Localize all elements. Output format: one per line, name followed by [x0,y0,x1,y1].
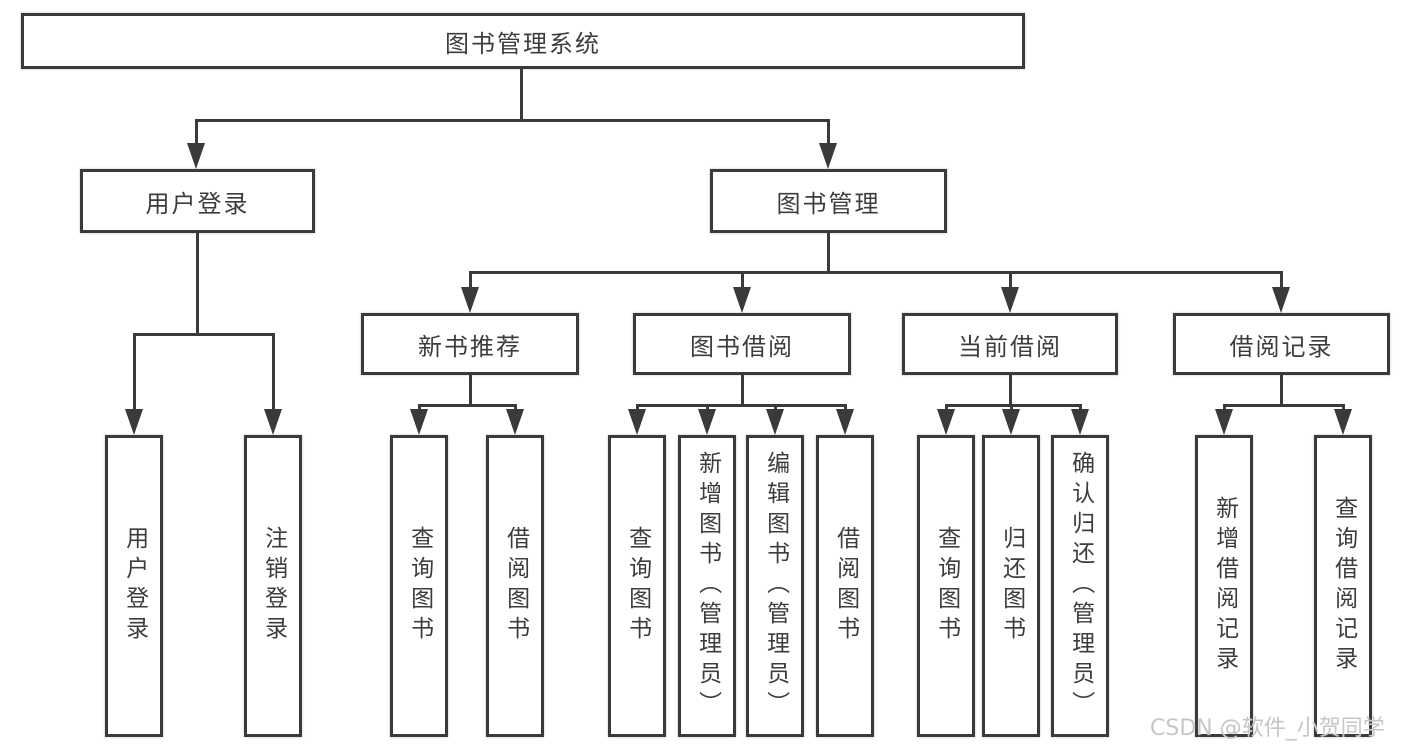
connector-root-split [195,119,830,122]
arrow-down-leaf-return-books [1002,409,1020,435]
arrow-down-leaf-borrow-books-1 [506,409,524,435]
arrow-down-leaf-query-record [1334,409,1352,435]
arrow-down-leaf-query-books-1 [410,409,428,435]
connector-current-borrowing-stub [1009,375,1012,407]
leaf-query-books-3-label: 查询图书 [933,526,960,646]
leaf-add-books-admin-label: 新增图书（管理员） [694,451,721,721]
node-user-login: 用户登录 [80,169,315,233]
connector-borrowing-records-split [1223,404,1344,407]
leaf-query-books-1: 查询图书 [390,435,448,737]
arrow-down-current-borrowing [1001,287,1019,313]
node-book-management: 图书管理 [710,169,947,233]
connector-book-management-split [469,271,1283,274]
leaf-return-books: 归还图书 [982,435,1040,737]
leaf-logout: 注销登录 [244,435,302,737]
arrow-down-leaf-add-record [1215,409,1233,435]
node-current-borrowing: 当前借阅 [902,313,1118,375]
arrow-down-leaf-add-books [698,409,716,435]
arrow-down-book-borrowing [733,287,751,313]
leaf-borrow-books-1: 借阅图书 [486,435,544,737]
leaf-query-books-3: 查询图书 [917,435,975,737]
leaf-edit-books-admin-label: 编辑图书（管理员） [762,451,789,721]
arrow-down-leaf-query-books-3 [937,409,955,435]
connector-drop-current-borrowing [1009,271,1012,293]
connector-current-borrowing-split [945,404,1082,407]
leaf-borrow-books-2: 借阅图书 [816,435,874,737]
node-current-borrowing-label: 当前借阅 [958,332,1062,361]
leaf-add-borrow-record-label: 新增借阅记录 [1211,496,1238,676]
connector-user-login-split [133,333,275,336]
connector-drop-new-book-recommend [469,271,472,293]
leaf-query-borrow-record: 查询借阅记录 [1314,435,1372,737]
connector-drop-leaf-logout [272,333,275,415]
connector-drop-user-login [195,119,198,149]
node-book-borrowing: 图书借阅 [633,313,851,375]
arrow-down-user-login [187,143,205,169]
connector-borrowing-records-stub [1280,375,1283,407]
arrow-down-leaf-user-login [125,409,143,435]
leaf-user-login-label: 用户登录 [121,526,148,646]
node-user-login-label: 用户登录 [145,189,250,218]
arrow-down-leaf-confirm-return [1071,409,1089,435]
connector-drop-book-management [827,119,830,149]
node-borrowing-records-label: 借阅记录 [1229,332,1334,361]
node-library-system-label: 图书管理系统 [445,29,601,58]
leaf-query-borrow-record-label: 查询借阅记录 [1330,496,1357,676]
leaf-logout-label: 注销登录 [260,526,287,646]
connector-drop-borrowing-records [1280,271,1283,293]
leaf-confirm-return-admin-label: 确认归还（管理员） [1067,451,1094,721]
node-book-borrowing-label: 图书借阅 [690,332,794,361]
connector-book-management-stub [827,233,830,274]
arrow-down-book-management [819,143,837,169]
node-book-management-label: 图书管理 [776,189,881,218]
leaf-query-books-1-label: 查询图书 [406,526,433,646]
node-library-system: 图书管理系统 [21,13,1025,69]
node-new-book-recommend: 新书推荐 [361,313,579,375]
arrow-down-borrowing-records [1272,287,1290,313]
arrow-down-leaf-logout [264,409,282,435]
leaf-add-borrow-record: 新增借阅记录 [1195,435,1253,737]
leaf-borrow-books-2-label: 借阅图书 [832,526,859,646]
csdn-watermark: CSDN @软件_小贺同学 [1150,716,1385,741]
leaf-return-books-label: 归还图书 [998,526,1025,646]
arrow-down-leaf-borrow-books-2 [836,409,854,435]
leaf-add-books-admin: 新增图书（管理员） [678,435,736,737]
connector-new-book-recommend-split [418,404,517,407]
leaf-user-login: 用户登录 [105,435,163,737]
connector-book-borrowing-stub [741,375,744,407]
leaf-query-books-2-label: 查询图书 [624,526,651,646]
leaf-edit-books-admin: 编辑图书（管理员） [746,435,804,737]
node-borrowing-records: 借阅记录 [1173,313,1390,375]
node-new-book-recommend-label: 新书推荐 [418,332,522,361]
leaf-query-books-2: 查询图书 [608,435,666,737]
connector-user-login-stub [196,233,199,336]
arrow-down-leaf-edit-books [766,409,784,435]
leaf-borrow-books-1-label: 借阅图书 [502,526,529,646]
connector-book-borrowing-split [636,404,846,407]
arrow-down-leaf-query-books-2 [628,409,646,435]
connector-root-stub [520,69,523,121]
leaf-confirm-return-admin: 确认归还（管理员） [1051,435,1109,737]
connector-drop-leaf-user-login [133,333,136,415]
connector-new-book-recommend-stub [469,375,472,407]
arrow-down-new-book-recommend [461,287,479,313]
connector-drop-book-borrowing [741,271,744,293]
